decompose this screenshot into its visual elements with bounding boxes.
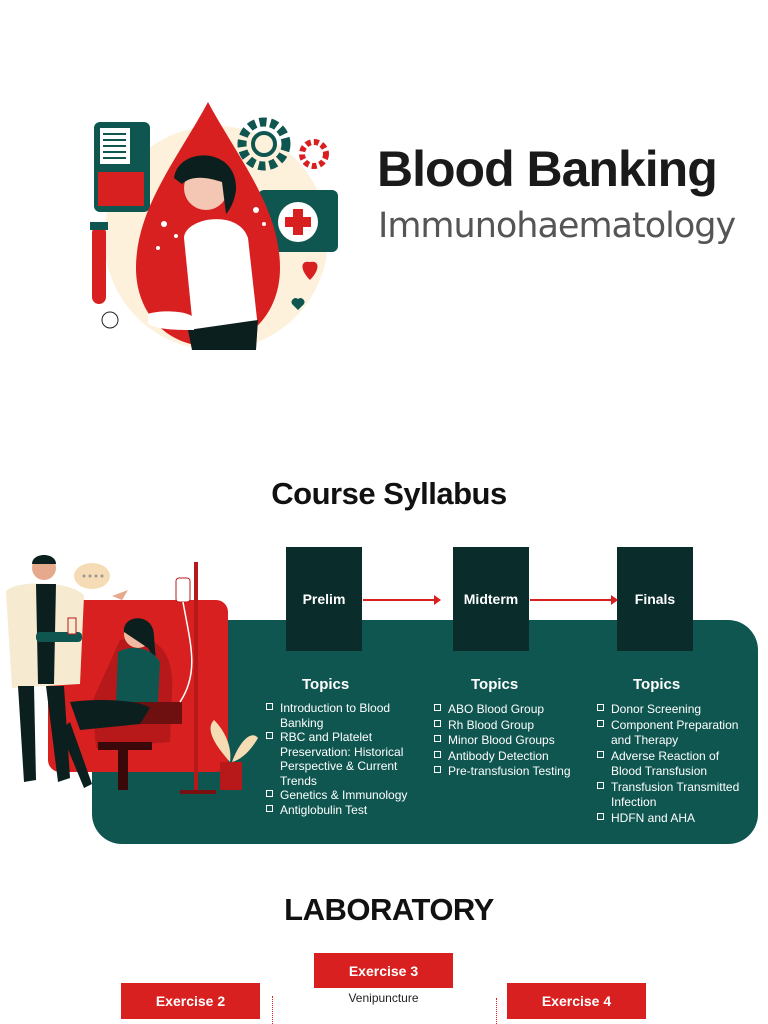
list-item: Rh Blood Group (430, 718, 580, 734)
list-item: Antibody Detection (430, 749, 580, 765)
list-item: Adverse Reaction of Blood Transfusion (593, 749, 743, 780)
topics-list-prelim: Introduction to Blood Banking RBC and Pl… (262, 701, 414, 817)
connector-line (496, 998, 497, 1024)
syllabus-title: Course Syllabus (271, 476, 507, 511)
page-title: Blood Banking (377, 141, 718, 197)
list-item: Transfusion Transmitted Infection (593, 780, 743, 811)
laboratory-title: LABORATORY (284, 892, 494, 927)
transfusion-illustration (6, 555, 258, 794)
topics-list-midterm: ABO Blood Group Rh Blood Group Minor Blo… (430, 702, 580, 780)
list-item: Donor Screening (593, 702, 743, 718)
page-subtitle: Immunohaematology (378, 206, 736, 246)
topics-list-finals: Donor Screening Component Preparation an… (593, 702, 743, 826)
list-item: ABO Blood Group (430, 702, 580, 718)
exercise-3-box: Exercise 3 (314, 953, 453, 988)
arrow-prelim-midterm (363, 595, 441, 605)
list-item: RBC and Platelet Preservation: Historica… (262, 730, 414, 788)
arrow-midterm-finals (530, 595, 618, 605)
blood-donation-illustration (90, 102, 338, 350)
list-item: HDFN and AHA (593, 811, 743, 827)
list-item: Genetics & Immunology (262, 788, 414, 803)
term-box-midterm: Midterm (453, 547, 529, 651)
exercise-2-box: Exercise 2 (121, 983, 260, 1019)
list-item: Component Preparation and Therapy (593, 718, 743, 749)
exercise-3-caption: Venipuncture (348, 991, 419, 1005)
list-item: Minor Blood Groups (430, 733, 580, 749)
topics-heading-midterm: Topics (471, 676, 519, 693)
exercise-4-box: Exercise 4 (507, 983, 646, 1019)
topics-heading-finals: Topics (633, 676, 681, 693)
list-item: Introduction to Blood Banking (262, 701, 414, 730)
list-item: Pre-transfusion Testing (430, 764, 580, 780)
term-box-finals: Finals (617, 547, 693, 651)
list-item: Antiglobulin Test (262, 803, 414, 818)
topics-heading-prelim: Topics (302, 676, 350, 693)
term-box-prelim: Prelim (286, 547, 362, 651)
connector-line (272, 996, 273, 1024)
